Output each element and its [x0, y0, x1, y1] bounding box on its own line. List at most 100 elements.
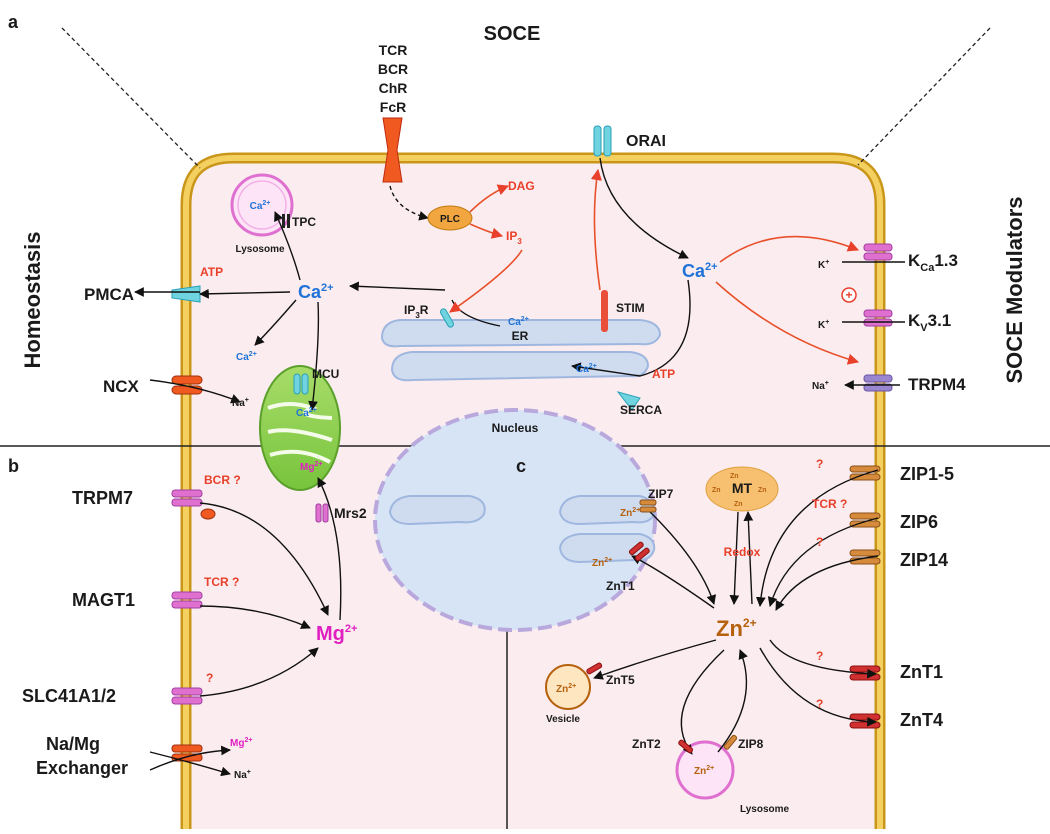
plus-symbol: + — [845, 288, 852, 302]
orai-channel-icon — [593, 125, 612, 157]
kca13-channel-icon — [863, 243, 893, 261]
pmca-label: PMCA — [84, 285, 134, 304]
zip7-label: ZIP7 — [648, 487, 674, 501]
bcr-question-label: BCR ? — [204, 473, 241, 487]
trpm7-channel-icon — [171, 489, 216, 520]
nucleus-label: Nucleus — [492, 421, 539, 435]
znt2-lysosome-icon — [678, 739, 694, 754]
zn-vesicle-label: Zn2+ — [556, 683, 576, 695]
na-exchanger-label: Na+ — [234, 769, 251, 781]
mcu-channel-icon — [293, 373, 309, 395]
mg-mito-label: Mg2+ — [300, 461, 322, 473]
stim-label: STIM — [616, 301, 645, 315]
lysosome-ca-label: Ca2+ — [250, 200, 271, 212]
cell-membrane — [180, 152, 886, 829]
slc41-channel-icon — [171, 687, 203, 705]
zip8-lysosome-icon — [723, 734, 738, 750]
er-label: ER — [512, 329, 529, 343]
zn-er2-label: Zn2+ — [592, 557, 612, 569]
mrs2-label: Mrs2 — [334, 505, 367, 521]
receptor-chr: ChR — [379, 80, 408, 96]
zn-lysosome-label: Zn2+ — [694, 765, 714, 777]
vesicle — [545, 664, 591, 710]
side-label-homeostasis: Homeostasis — [20, 232, 45, 369]
lysosome-c-label: Lysosome — [740, 804, 790, 815]
plc-node: PLC — [427, 205, 473, 231]
znt2-label: ZnT2 — [632, 737, 661, 751]
plus-symbol-badge: + — [841, 287, 857, 303]
panel-c-letter: c — [516, 456, 526, 476]
ca-serca-label: Ca2+ — [576, 363, 597, 375]
zn-cytosol-label: Zn2+ — [716, 616, 757, 641]
mt-zn-1: Zn — [730, 473, 739, 480]
zn-er-label: Zn2+ — [620, 507, 640, 519]
zip-tcr-question: TCR ? — [812, 497, 847, 511]
na-ncx-label: Na+ — [232, 397, 249, 409]
k-kca-label: K+ — [818, 259, 829, 271]
mt-label: MT — [732, 480, 753, 496]
znt5-label: ZnT5 — [606, 673, 635, 687]
zip14-label: ZIP14 — [900, 550, 948, 570]
nucleus: Nucleus — [373, 408, 657, 632]
panel-a-letter: a — [8, 12, 19, 32]
metallothionein — [705, 466, 779, 512]
znt1-er-label: ZnT1 — [606, 579, 635, 593]
magt1-label: MAGT1 — [72, 590, 135, 610]
ip3r-channel-icon — [440, 308, 454, 328]
stim-icon — [601, 290, 608, 332]
tpc-channel-icon — [282, 214, 290, 228]
ip3r-label: IP3R — [404, 303, 429, 320]
k-kv-label: K+ — [818, 319, 829, 331]
receptor-fcr: FcR — [380, 99, 406, 115]
tpc-label: TPC — [292, 215, 316, 229]
zip-channels-icon — [849, 465, 881, 565]
pmca-pump-icon — [171, 285, 201, 303]
mitochondrion — [259, 365, 341, 491]
znt-question-1: ? — [816, 649, 823, 663]
trpm4-channel-icon — [863, 374, 893, 392]
antigen-receptor-icon — [382, 117, 403, 183]
znt4-label: ZnT4 — [900, 710, 943, 730]
tcr-question-label: TCR ? — [204, 575, 239, 589]
zip-question-1: ? — [816, 457, 823, 471]
slc41-label: SLC41A1/2 — [22, 686, 116, 706]
receptor-list: TCR BCR ChR FcR — [378, 42, 408, 115]
receptor-tcr: TCR — [379, 42, 408, 58]
zip8-label: ZIP8 — [738, 737, 764, 751]
atp-serca-label: ATP — [652, 367, 675, 381]
dag-label: DAG — [508, 179, 535, 193]
side-label-soce-modulators: SOCE Modulators — [1002, 196, 1027, 383]
magt1-channel-icon — [171, 591, 203, 609]
receptor-bcr: BCR — [378, 61, 408, 77]
slc-question-label: ? — [206, 671, 213, 685]
ca-mito-label: Ca2+ — [296, 407, 317, 419]
ca-ncx-label: Ca2+ — [236, 351, 257, 363]
er-ca-label: Ca2+ — [508, 316, 529, 328]
na-mg-exchanger-label-2: Exchanger — [36, 758, 128, 778]
panel-b-letter: b — [8, 456, 19, 476]
ca-cyto-right: Ca2+ — [682, 261, 718, 281]
plc-label: PLC — [440, 214, 460, 225]
trpm7-label: TRPM7 — [72, 488, 133, 508]
znt-question-2: ? — [816, 697, 823, 711]
na-mg-exchanger-label-1: Na/Mg — [46, 734, 100, 754]
serca-pump-icon — [616, 391, 641, 411]
lysosome-c — [675, 740, 735, 800]
zip1-5-label: ZIP1-5 — [900, 464, 954, 484]
ca-cyto-left: Ca2+ — [298, 282, 334, 302]
znt5-vesicle-icon — [586, 662, 603, 675]
serca-label: SERCA — [620, 403, 662, 417]
znt1-er-icon — [628, 541, 650, 562]
zip-question-3: ? — [816, 535, 823, 549]
mrs2-channel-icon — [315, 503, 329, 523]
endoplasmic-reticulum — [380, 319, 662, 564]
mt-zn-2: Zn — [712, 487, 721, 494]
ip3-label: IP3 — [506, 229, 522, 246]
zip7-er-icon — [639, 499, 657, 513]
trpm4-label: TRPM4 — [908, 375, 966, 394]
arrows-black — [134, 157, 905, 777]
redox-label: Redox — [724, 545, 761, 559]
dashed-guide-left — [61, 27, 201, 169]
